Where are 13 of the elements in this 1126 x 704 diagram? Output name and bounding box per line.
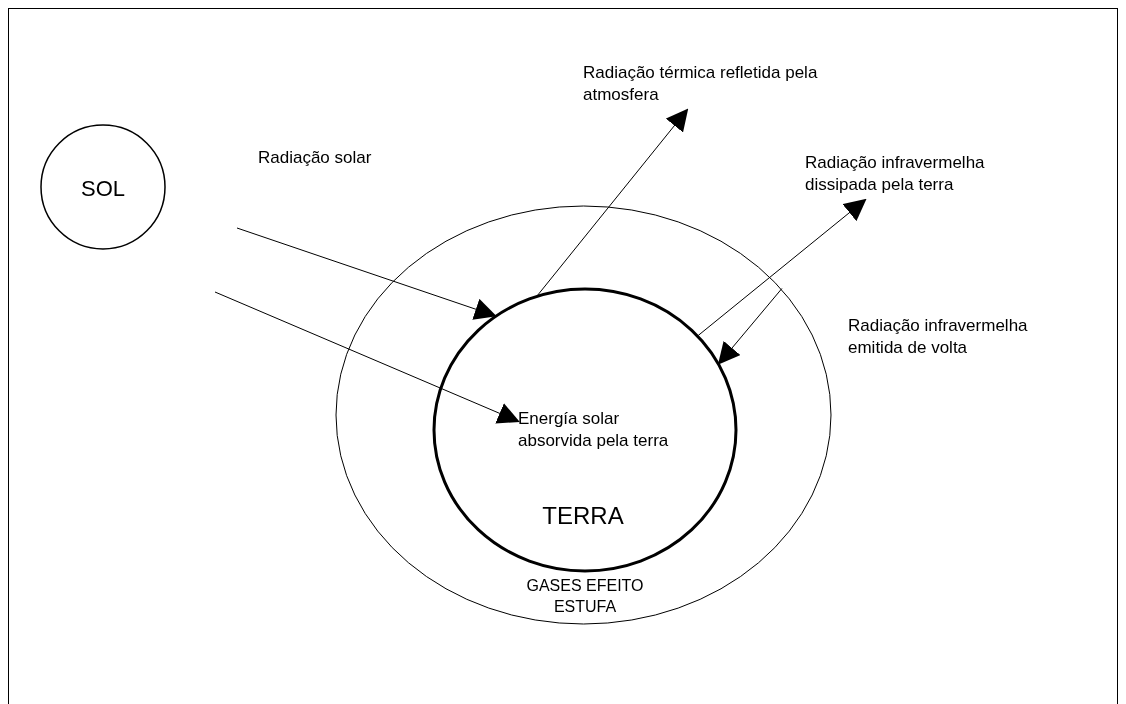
text-label: Radiação solar bbox=[258, 147, 373, 169]
sun-label: SOL bbox=[80, 175, 126, 203]
text-label: Radiação infravermelha emitida de volta bbox=[848, 315, 1029, 359]
text-label: Energía solar absorvida pela terra bbox=[518, 408, 670, 452]
arrow bbox=[214, 291, 520, 424]
earth-label: TERRA bbox=[541, 501, 625, 531]
text-label: Radiação térmica refletida pela atmosfera bbox=[583, 62, 819, 106]
text-label: Radiação infravermelha dissipada pela terra bbox=[805, 152, 986, 196]
arrow bbox=[717, 288, 783, 365]
arrow bbox=[537, 108, 689, 296]
ring-label: GASES EFEITO ESTUFA bbox=[525, 576, 645, 617]
arrow bbox=[697, 198, 867, 336]
arrow bbox=[236, 227, 497, 320]
